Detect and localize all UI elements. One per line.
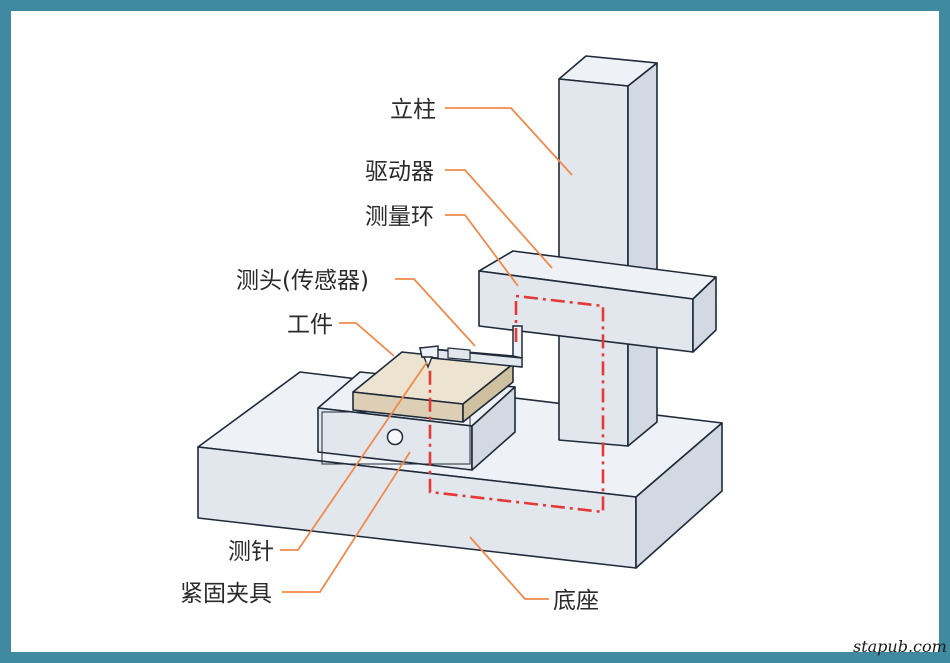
measuring-loop — [428, 294, 605, 514]
label-column: 立柱 — [390, 97, 436, 123]
label-workpiece: 工件 — [287, 312, 333, 338]
fixture-knob — [386, 428, 404, 446]
label-stylus: 测针 — [228, 539, 274, 565]
leader-driver — [445, 169, 553, 269]
driver — [478, 250, 717, 353]
label-probe-head: 测头(传感器) — [236, 268, 369, 294]
leader-column — [445, 107, 573, 176]
leader-fixture — [282, 451, 411, 593]
leader-measuring-loop — [445, 214, 519, 287]
column — [558, 55, 658, 447]
label-measuring-loop: 测量环 — [365, 204, 434, 230]
leader-probe-head — [395, 278, 476, 347]
leader-lines — [280, 107, 573, 600]
label-driver: 驱动器 — [365, 159, 434, 185]
probe-head — [419, 325, 523, 368]
label-base: 底座 — [553, 588, 599, 614]
leader-workpiece — [339, 322, 395, 357]
leader-base — [469, 536, 549, 600]
watermark: stapub.com — [853, 637, 947, 656]
leader-stylus — [280, 361, 428, 551]
label-fixture: 紧固夹具 — [180, 581, 272, 607]
workpiece — [352, 351, 514, 423]
